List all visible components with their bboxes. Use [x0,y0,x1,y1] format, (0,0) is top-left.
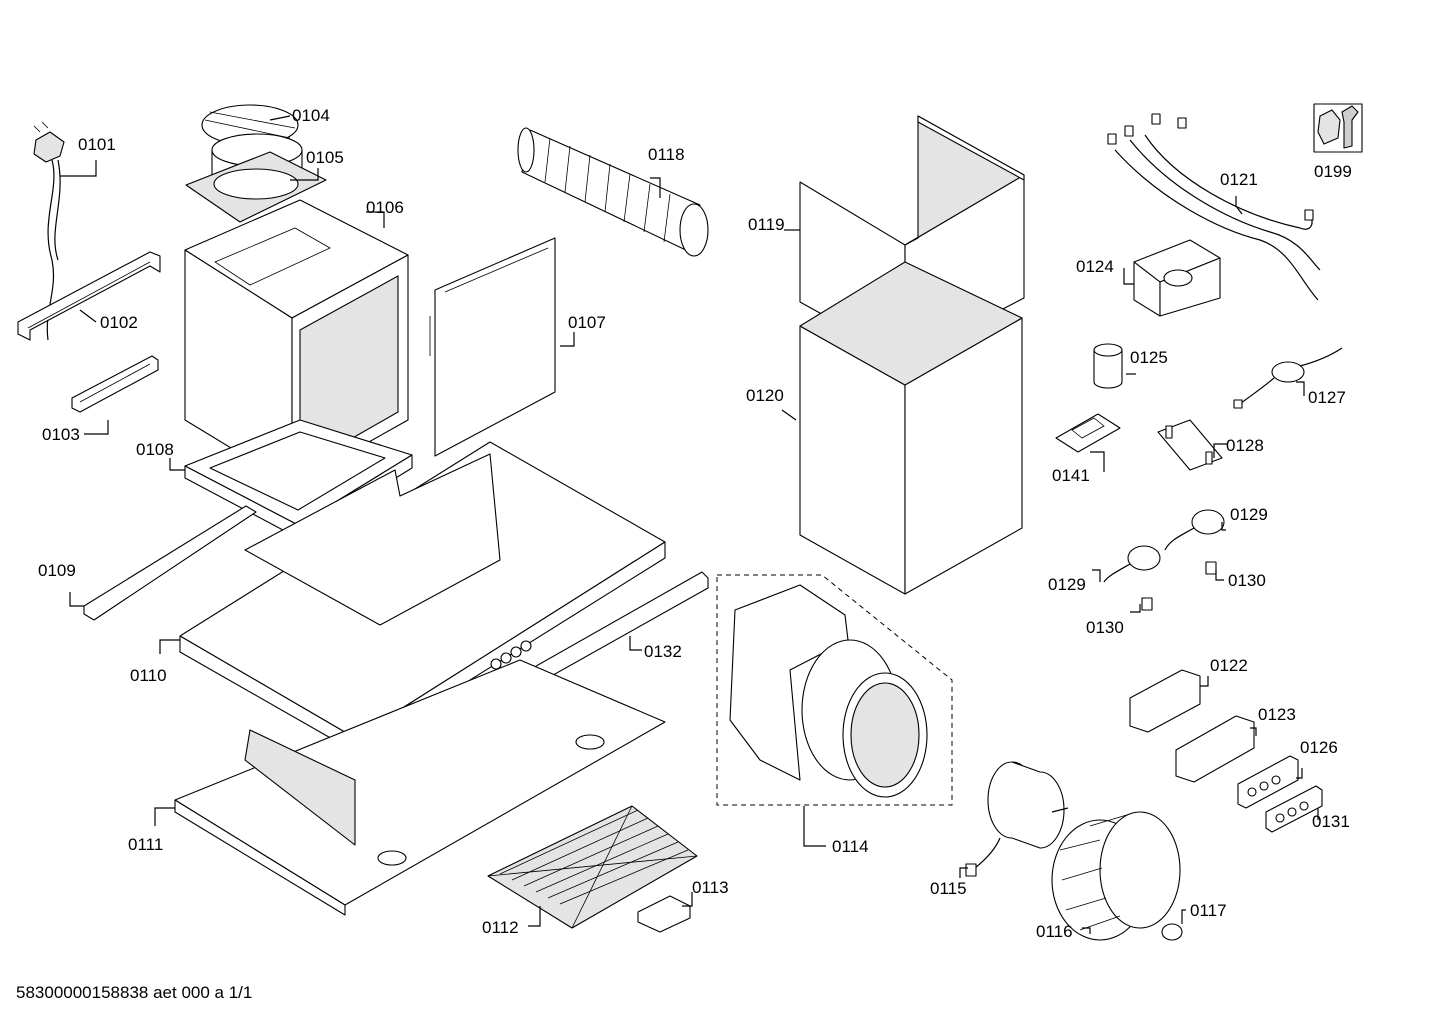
lamp-holder-drawing [1103,509,1225,611]
fan-wheel-drawing [1051,811,1181,941]
blower-housing-drawing [716,574,953,806]
part-label-0107: 0107 [568,313,606,332]
fan-nut-drawing [1161,923,1183,941]
part-label-0119: 0119 [748,215,785,234]
control-modules-drawing [1129,669,1323,833]
part-label-0131: 0131 [1312,812,1350,831]
mounting-bracket-drawing [17,251,161,341]
wiring-harness-drawing [1107,113,1321,301]
part-label-0120: 0120 [746,386,784,405]
part-label-0122: 0122 [1210,656,1248,675]
part-label-0121: 0121 [1220,170,1258,189]
part-label-0117: 0117 [1190,901,1227,920]
part-label-0130-lower: 0130 [1086,618,1124,637]
part-label-0128: 0128 [1226,436,1264,455]
part-label-0113: 0113 [692,878,729,897]
part-label-0108: 0108 [136,440,174,459]
filter-strip-drawing [83,505,257,621]
part-label-0123: 0123 [1258,705,1296,724]
small-bracket-drawing [71,355,159,413]
part-label-0118: 0118 [648,145,685,164]
part-label-0111: 0111 [128,835,163,854]
side-panel-drawing [429,237,556,457]
flexible-duct-drawing [517,127,709,257]
part-label-0102: 0102 [100,313,138,332]
part-label-0110: 0110 [130,666,167,685]
part-label-0132: 0132 [644,642,682,661]
part-label-0103: 0103 [42,425,80,444]
part-label-0112: 0112 [482,918,519,937]
part-label-0101: 0101 [78,135,116,154]
document-id: 58300000158838 aet 000 a 1/1 [16,983,252,1002]
grease-filter-drawing [487,805,698,929]
part-label-0124: 0124 [1076,257,1114,276]
wrench-icon [1313,103,1363,153]
part-label-0126: 0126 [1300,738,1338,757]
part-label-0115: 0115 [930,879,967,898]
part-label-0116: 0116 [1036,922,1073,941]
part-label-0105: 0105 [306,148,344,167]
lamp-cable-drawing [1233,347,1343,409]
fan-motor-drawing [965,761,1069,877]
control-box-drawing [1133,239,1221,317]
lower-chimney-drawing [799,261,1023,595]
switch-board-drawing [1157,419,1223,471]
part-label-0104: 0104 [292,106,330,125]
motor-housing-box-drawing [184,199,409,486]
leader-lines [60,115,1319,934]
part-label-0129-upper: 0129 [1230,505,1268,524]
part-label-0141: 0141 [1052,466,1090,485]
part-label-0106: 0106 [366,198,404,217]
duct-collar-drawing [185,104,327,223]
part-label-0125: 0125 [1130,348,1168,367]
capacitor-drawing [1093,343,1123,389]
filter-clip-drawing [637,895,691,933]
part-label-0127: 0127 [1308,388,1346,407]
part-label-0199: 0199 [1314,162,1352,181]
mounting-plate-drawing [1055,413,1121,453]
base-tray-drawing [174,659,666,916]
part-label-0130-upper: 0130 [1228,571,1266,590]
part-label-0129-lower: 0129 [1048,575,1086,594]
part-label-0114: 0114 [832,837,869,856]
part-labels: 0101 0102 0103 0104 0105 0106 0107 0108 … [38,106,1352,941]
part-label-0109: 0109 [38,561,76,580]
